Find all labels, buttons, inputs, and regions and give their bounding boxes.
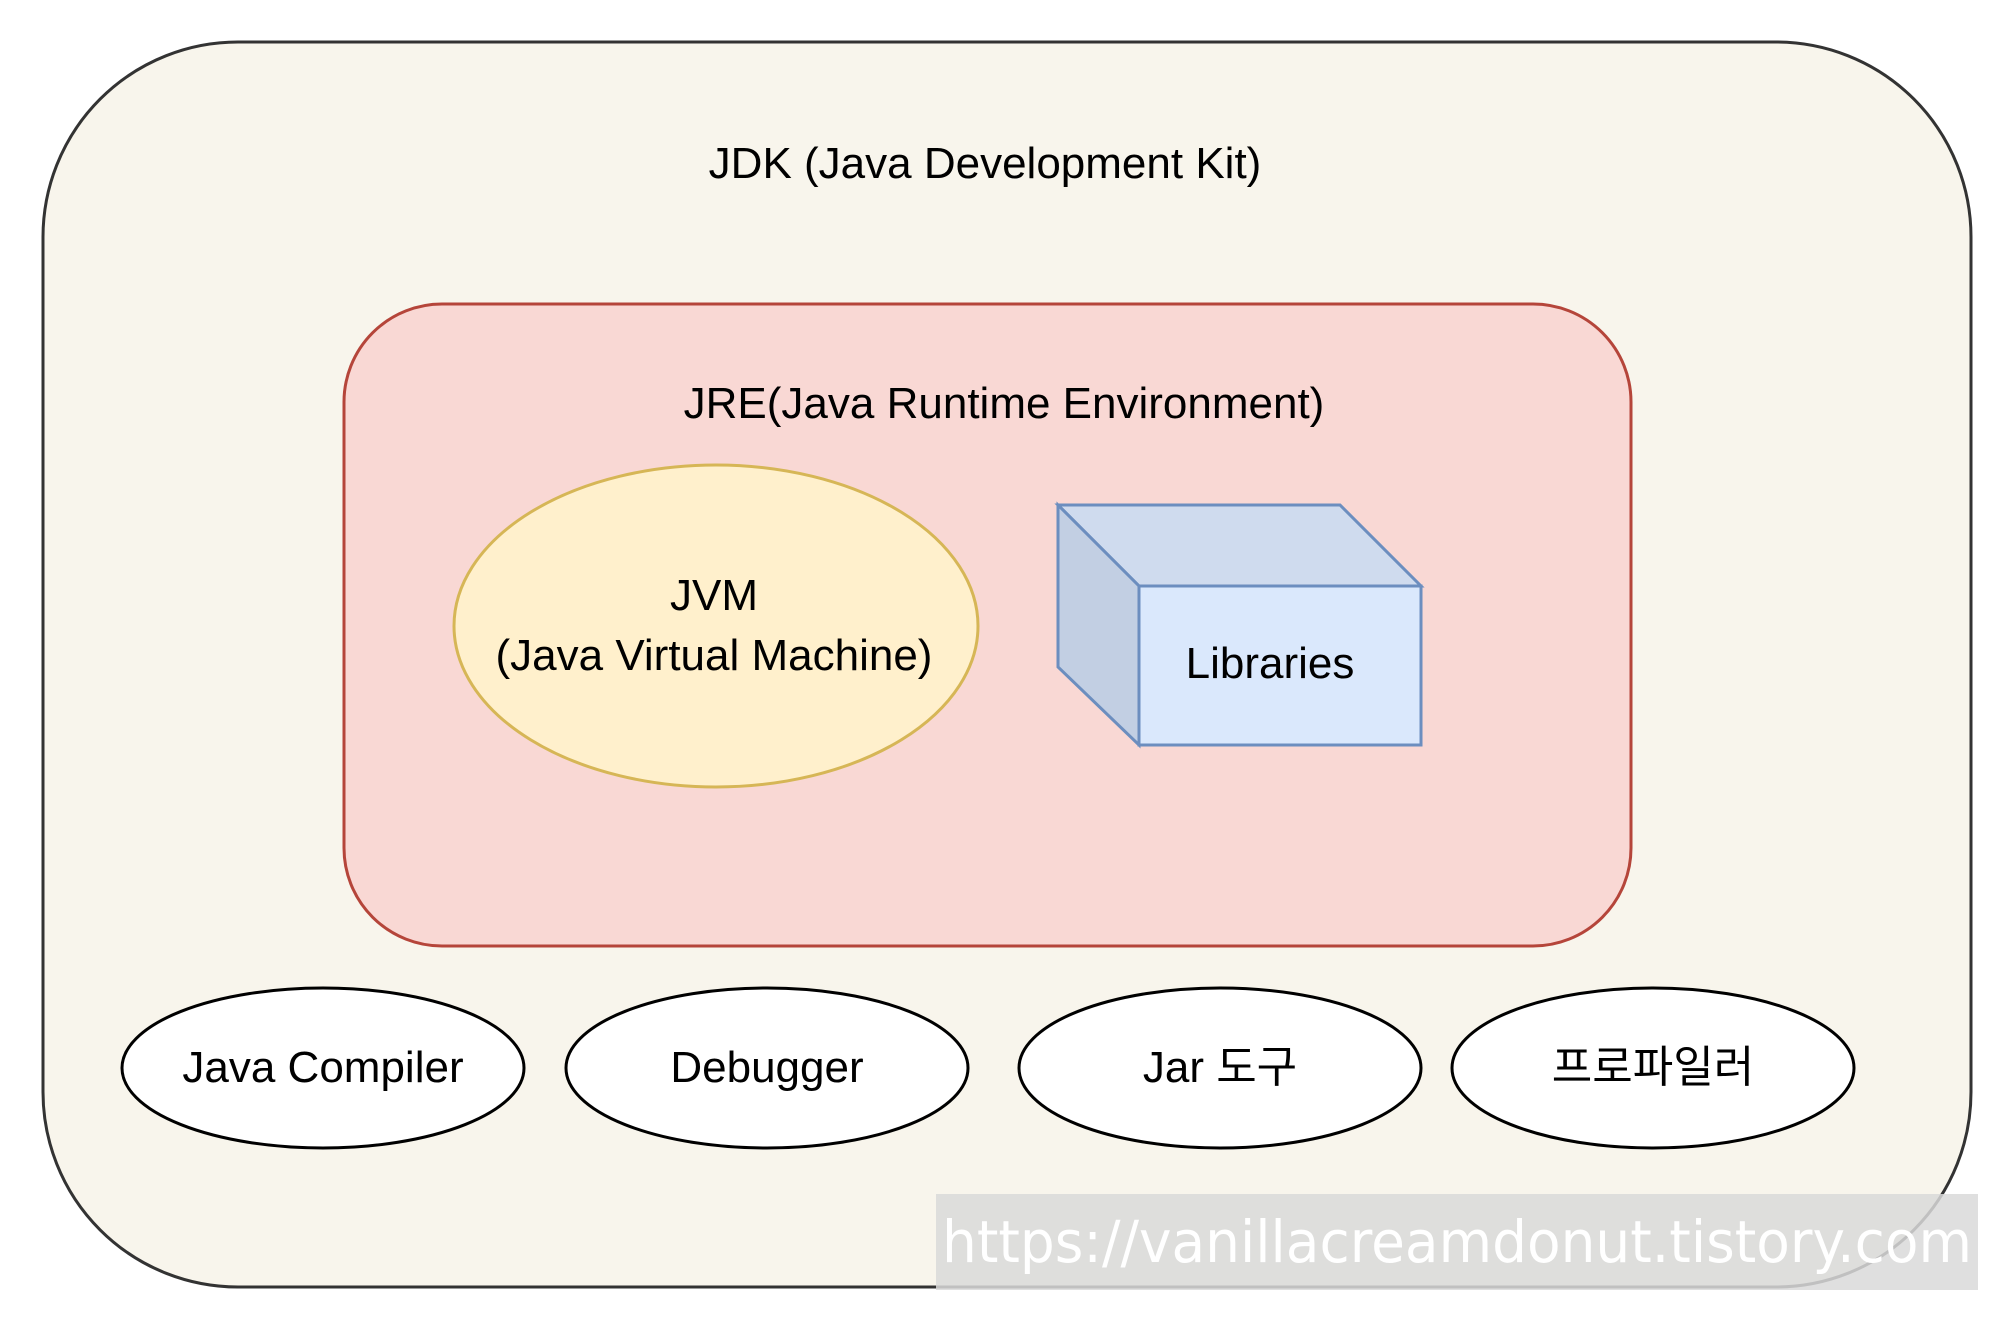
tool-ellipse-java-compiler (120, 986, 526, 1150)
jvm-ellipse (452, 463, 980, 789)
watermark-background (936, 1194, 1978, 1290)
tool-label-debugger: Debugger (670, 1043, 863, 1092)
jdk-label: JDK (Java Development Kit) (709, 139, 1262, 188)
libraries-cube (1054, 501, 1425, 749)
tool-label-java-compiler: Java Compiler (182, 1043, 463, 1092)
tool-ellipse-jar (1017, 986, 1423, 1150)
tool-ellipse-debugger (564, 986, 970, 1150)
watermark-text: https://vanillacreamdonut.tistory.com (942, 1208, 1972, 1276)
jvm-label-line2: (Java Virtual Machine) (496, 631, 933, 680)
tool-label-jar: Jar 도구 (1143, 1043, 1297, 1092)
tool-ellipse-profiler (1450, 986, 1856, 1150)
libraries-label: Libraries (1186, 639, 1355, 688)
libraries-cube-front (1137, 584, 1423, 747)
jre-label: JRE(Java Runtime Environment) (684, 379, 1325, 428)
jvm-label-line1: JVM (670, 571, 758, 620)
tool-label-profiler: 프로파일러 (1552, 1043, 1754, 1092)
